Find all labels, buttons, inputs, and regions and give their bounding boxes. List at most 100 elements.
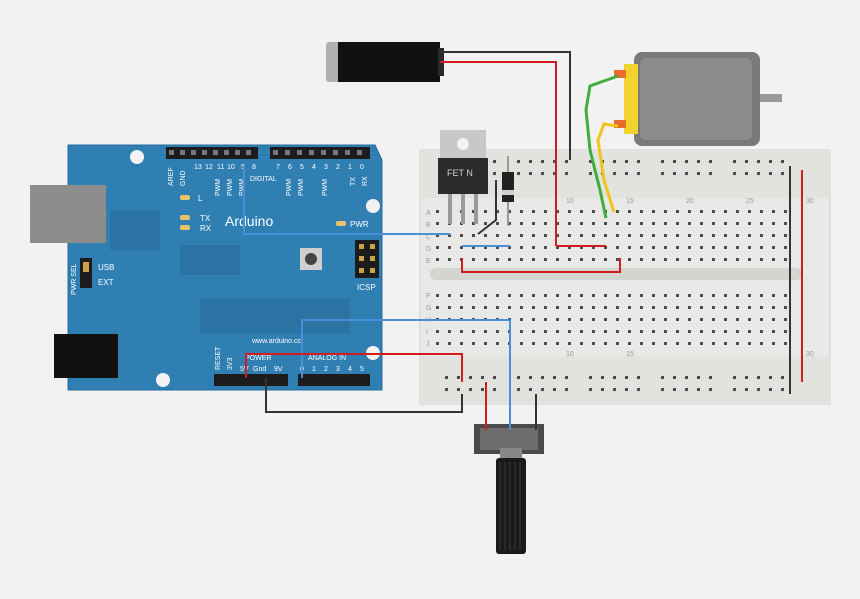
power-header bbox=[214, 374, 288, 386]
wire-pwm9-to-gate bbox=[243, 166, 450, 235]
breadboard: A B C D E F G H I J 10 15 20 25 30 10 15… bbox=[419, 149, 831, 405]
diode bbox=[502, 156, 514, 226]
pin-label-11: 11 bbox=[217, 164, 224, 171]
mounting-hole bbox=[366, 199, 380, 213]
power-jack bbox=[54, 334, 118, 378]
pin-label-4: 4 bbox=[312, 164, 316, 171]
row-letter-c: C bbox=[426, 234, 431, 241]
wire-5v bbox=[245, 353, 463, 382]
mounting-hole bbox=[156, 373, 170, 387]
pin-label-gnd: GND bbox=[180, 170, 187, 186]
col-number-20-top: 20 bbox=[686, 198, 694, 205]
row-letter-g: G bbox=[426, 305, 431, 312]
analog-in-label: ANALOG IN bbox=[308, 355, 346, 362]
row-letter-i: I bbox=[426, 329, 428, 336]
col-number-25-top: 25 bbox=[746, 198, 754, 205]
digital-label: DIGITAL bbox=[250, 176, 277, 183]
pin-label-7: 7 bbox=[276, 164, 280, 171]
motor-terminal bbox=[614, 70, 626, 78]
analog-pin-4: 4 bbox=[348, 366, 352, 373]
icsp-label: ICSP bbox=[357, 283, 376, 292]
col-number-30-top: 30 bbox=[806, 198, 814, 205]
wire-red-bridge bbox=[461, 258, 621, 273]
pwm-label-10: PWM bbox=[227, 179, 234, 196]
led-l bbox=[180, 195, 190, 200]
row-letter-b: B bbox=[426, 222, 431, 229]
led-tx bbox=[180, 215, 190, 220]
analog-pin-1: 1 bbox=[312, 366, 316, 373]
pin-label-0: 0 bbox=[360, 164, 364, 171]
5v-label: 5V bbox=[240, 366, 249, 373]
analog-pin-2: 2 bbox=[324, 366, 328, 373]
row-letter-j: J bbox=[426, 341, 430, 348]
pin-label-3: 3 bbox=[324, 164, 328, 171]
row-letter-d: D bbox=[426, 246, 431, 253]
pin-label-5: 5 bbox=[300, 164, 304, 171]
analog-header bbox=[298, 374, 370, 386]
wires bbox=[243, 51, 803, 430]
pwm-label-3: PWM bbox=[322, 179, 329, 196]
col-number-15-top: 15 bbox=[626, 198, 634, 205]
wire-source-ground bbox=[477, 180, 497, 235]
pin-label-aref: AREF bbox=[168, 167, 175, 186]
col-number-30-bottom: 30 bbox=[806, 351, 814, 358]
wire-jack-positive bbox=[440, 61, 557, 246]
icsp-header bbox=[355, 240, 379, 278]
led-l-label: L bbox=[198, 194, 203, 203]
mosfet-transistor: FET N bbox=[438, 130, 488, 224]
dc-motor bbox=[614, 52, 782, 146]
pwm-label-11: PWM bbox=[215, 179, 222, 196]
analog-pin-5: 5 bbox=[360, 366, 364, 373]
wire-gnd bbox=[265, 378, 463, 413]
pwm-label-5: PWM bbox=[298, 179, 305, 196]
col-number-15-bottom: 15 bbox=[626, 351, 634, 358]
9v-label: 9V bbox=[274, 366, 283, 373]
wire-motor-yellow bbox=[596, 122, 619, 213]
3v3-label: 3V3 bbox=[227, 357, 234, 370]
led-pwr-label: PWR bbox=[350, 220, 369, 229]
pin-label-12: 12 bbox=[205, 164, 213, 171]
reset-label: RESET bbox=[215, 346, 222, 370]
dc-barrel-jack bbox=[326, 42, 444, 82]
mosfet-label: FET N bbox=[447, 168, 473, 178]
pin-label-1: 1 bbox=[348, 164, 352, 171]
wire-analog0 bbox=[301, 319, 510, 378]
arduino-logo-text: Arduino bbox=[225, 213, 273, 229]
potentiometer-knob bbox=[496, 458, 526, 554]
power-label: POWER bbox=[245, 355, 271, 362]
analog-pin-3: 3 bbox=[336, 366, 340, 373]
usb-label: USB bbox=[98, 263, 114, 272]
pwr-sel-label: PWR SEL bbox=[71, 263, 78, 295]
pwm-label-9: PWM bbox=[239, 179, 246, 196]
mounting-hole bbox=[130, 150, 144, 164]
col-number-10-top: 10 bbox=[566, 198, 574, 205]
potentiometer bbox=[474, 424, 544, 554]
motor-shaft bbox=[760, 94, 782, 102]
rx-header-label: RX bbox=[362, 176, 369, 186]
row-letter-f: F bbox=[426, 293, 430, 300]
ext-label: EXT bbox=[98, 278, 114, 287]
tx-header-label: TX bbox=[350, 177, 357, 186]
row-letter-e: E bbox=[426, 258, 431, 265]
breadboard-holes bbox=[436, 160, 787, 391]
wire-motor-green bbox=[584, 74, 619, 219]
pin-label-8: 8 bbox=[252, 164, 256, 171]
led-rx bbox=[180, 225, 190, 230]
led-pwr bbox=[336, 221, 346, 226]
led-rx-label: RX bbox=[200, 224, 212, 233]
pin-label-13: 13 bbox=[194, 164, 202, 171]
motor-terminal bbox=[614, 120, 626, 128]
usb-connector bbox=[30, 185, 106, 243]
pin-label-10: 10 bbox=[227, 164, 235, 171]
gnd-label: Gnd bbox=[253, 366, 266, 373]
arduino-board: AREF GND 13 12 11 10 9 8 7 6 5 4 3 2 1 0… bbox=[30, 144, 383, 391]
motor-end-cap bbox=[624, 64, 638, 134]
row-letter-a: A bbox=[426, 210, 431, 217]
wire-jack-ground bbox=[440, 51, 571, 160]
col-number-10-bottom: 10 bbox=[566, 351, 574, 358]
pin-label-6: 6 bbox=[288, 164, 292, 171]
pin-label-2: 2 bbox=[336, 164, 340, 171]
arduino-url: www.arduino.cc bbox=[251, 338, 302, 345]
